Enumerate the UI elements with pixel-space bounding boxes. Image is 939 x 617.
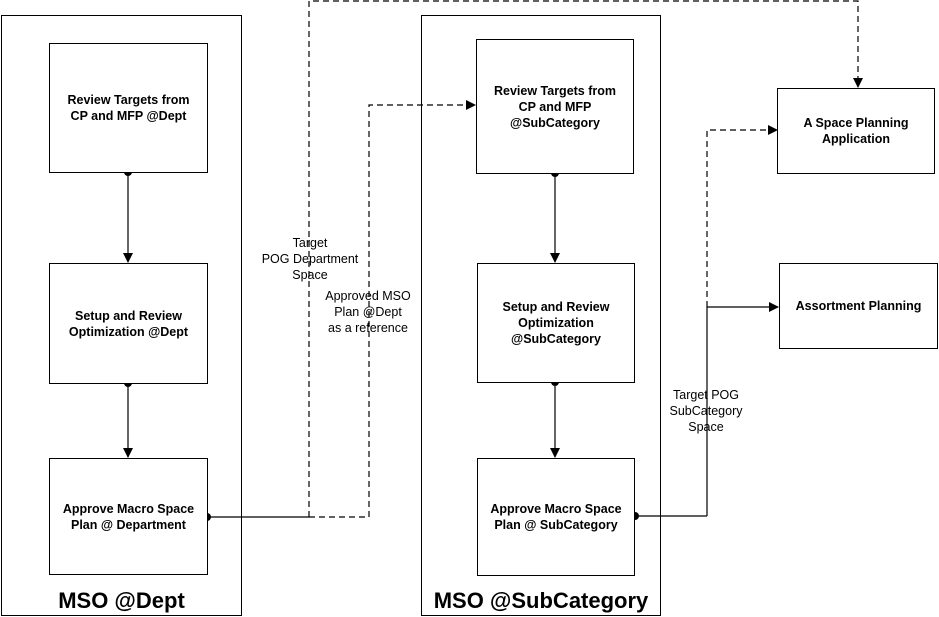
lane-mso-dept: MSO @Dept xyxy=(1,15,242,616)
box-setup-optimization-dept[interactable]: Setup and Review Optimization @Dept xyxy=(49,263,208,384)
box-review-targets-dept-text: Review Targets from CP and MFP @Dept xyxy=(67,93,190,123)
box-setup-optimization-sub-text: Setup and Review Optimization @SubCatego… xyxy=(502,300,610,346)
label-target-pog-subcategory: Target POG SubCategory Space xyxy=(669,388,743,434)
box-assortment-planning-text: Assortment Planning xyxy=(795,299,922,313)
box-review-targets-dept[interactable]: Review Targets from CP and MFP @Dept xyxy=(49,43,208,173)
connector-sub-outputs xyxy=(631,125,779,520)
box-review-targets-sub[interactable]: Review Targets from CP and MFP @SubCateg… xyxy=(476,39,634,174)
box-approve-plan-dept[interactable]: Approve Macro Space Plan @ Department xyxy=(49,458,208,575)
box-approve-plan-sub-text: Approve Macro Space Plan @ SubCategory xyxy=(490,502,622,532)
lane-title-subcategory: MSO @SubCategory xyxy=(433,588,649,613)
label-target-pog-dept: Target POG Department Space xyxy=(261,236,359,282)
label-approved-mso-reference: Approved MSO Plan @Dept as a reference xyxy=(325,289,411,335)
lane-title-dept: MSO @Dept xyxy=(58,588,185,613)
box-approve-plan-sub[interactable]: Approve Macro Space Plan @ SubCategory xyxy=(477,458,635,576)
connector-dept-to-review-sub xyxy=(309,100,476,518)
box-assortment-planning[interactable]: Assortment Planning xyxy=(779,263,938,349)
box-space-planning-application[interactable]: A Space Planning Application xyxy=(777,88,935,174)
box-review-targets-sub-text: Review Targets from CP and MFP @SubCateg… xyxy=(493,83,617,130)
box-approve-plan-dept-text: Approve Macro Space Plan @ Department xyxy=(62,501,195,532)
box-space-planning-application-text: A Space Planning Application xyxy=(803,116,909,146)
box-setup-optimization-sub[interactable]: Setup and Review Optimization @SubCatego… xyxy=(477,263,635,383)
box-setup-optimization-dept-text: Setup and Review Optimization @Dept xyxy=(68,308,189,339)
lane-mso-subcategory: MSO @SubCategory xyxy=(421,15,661,616)
